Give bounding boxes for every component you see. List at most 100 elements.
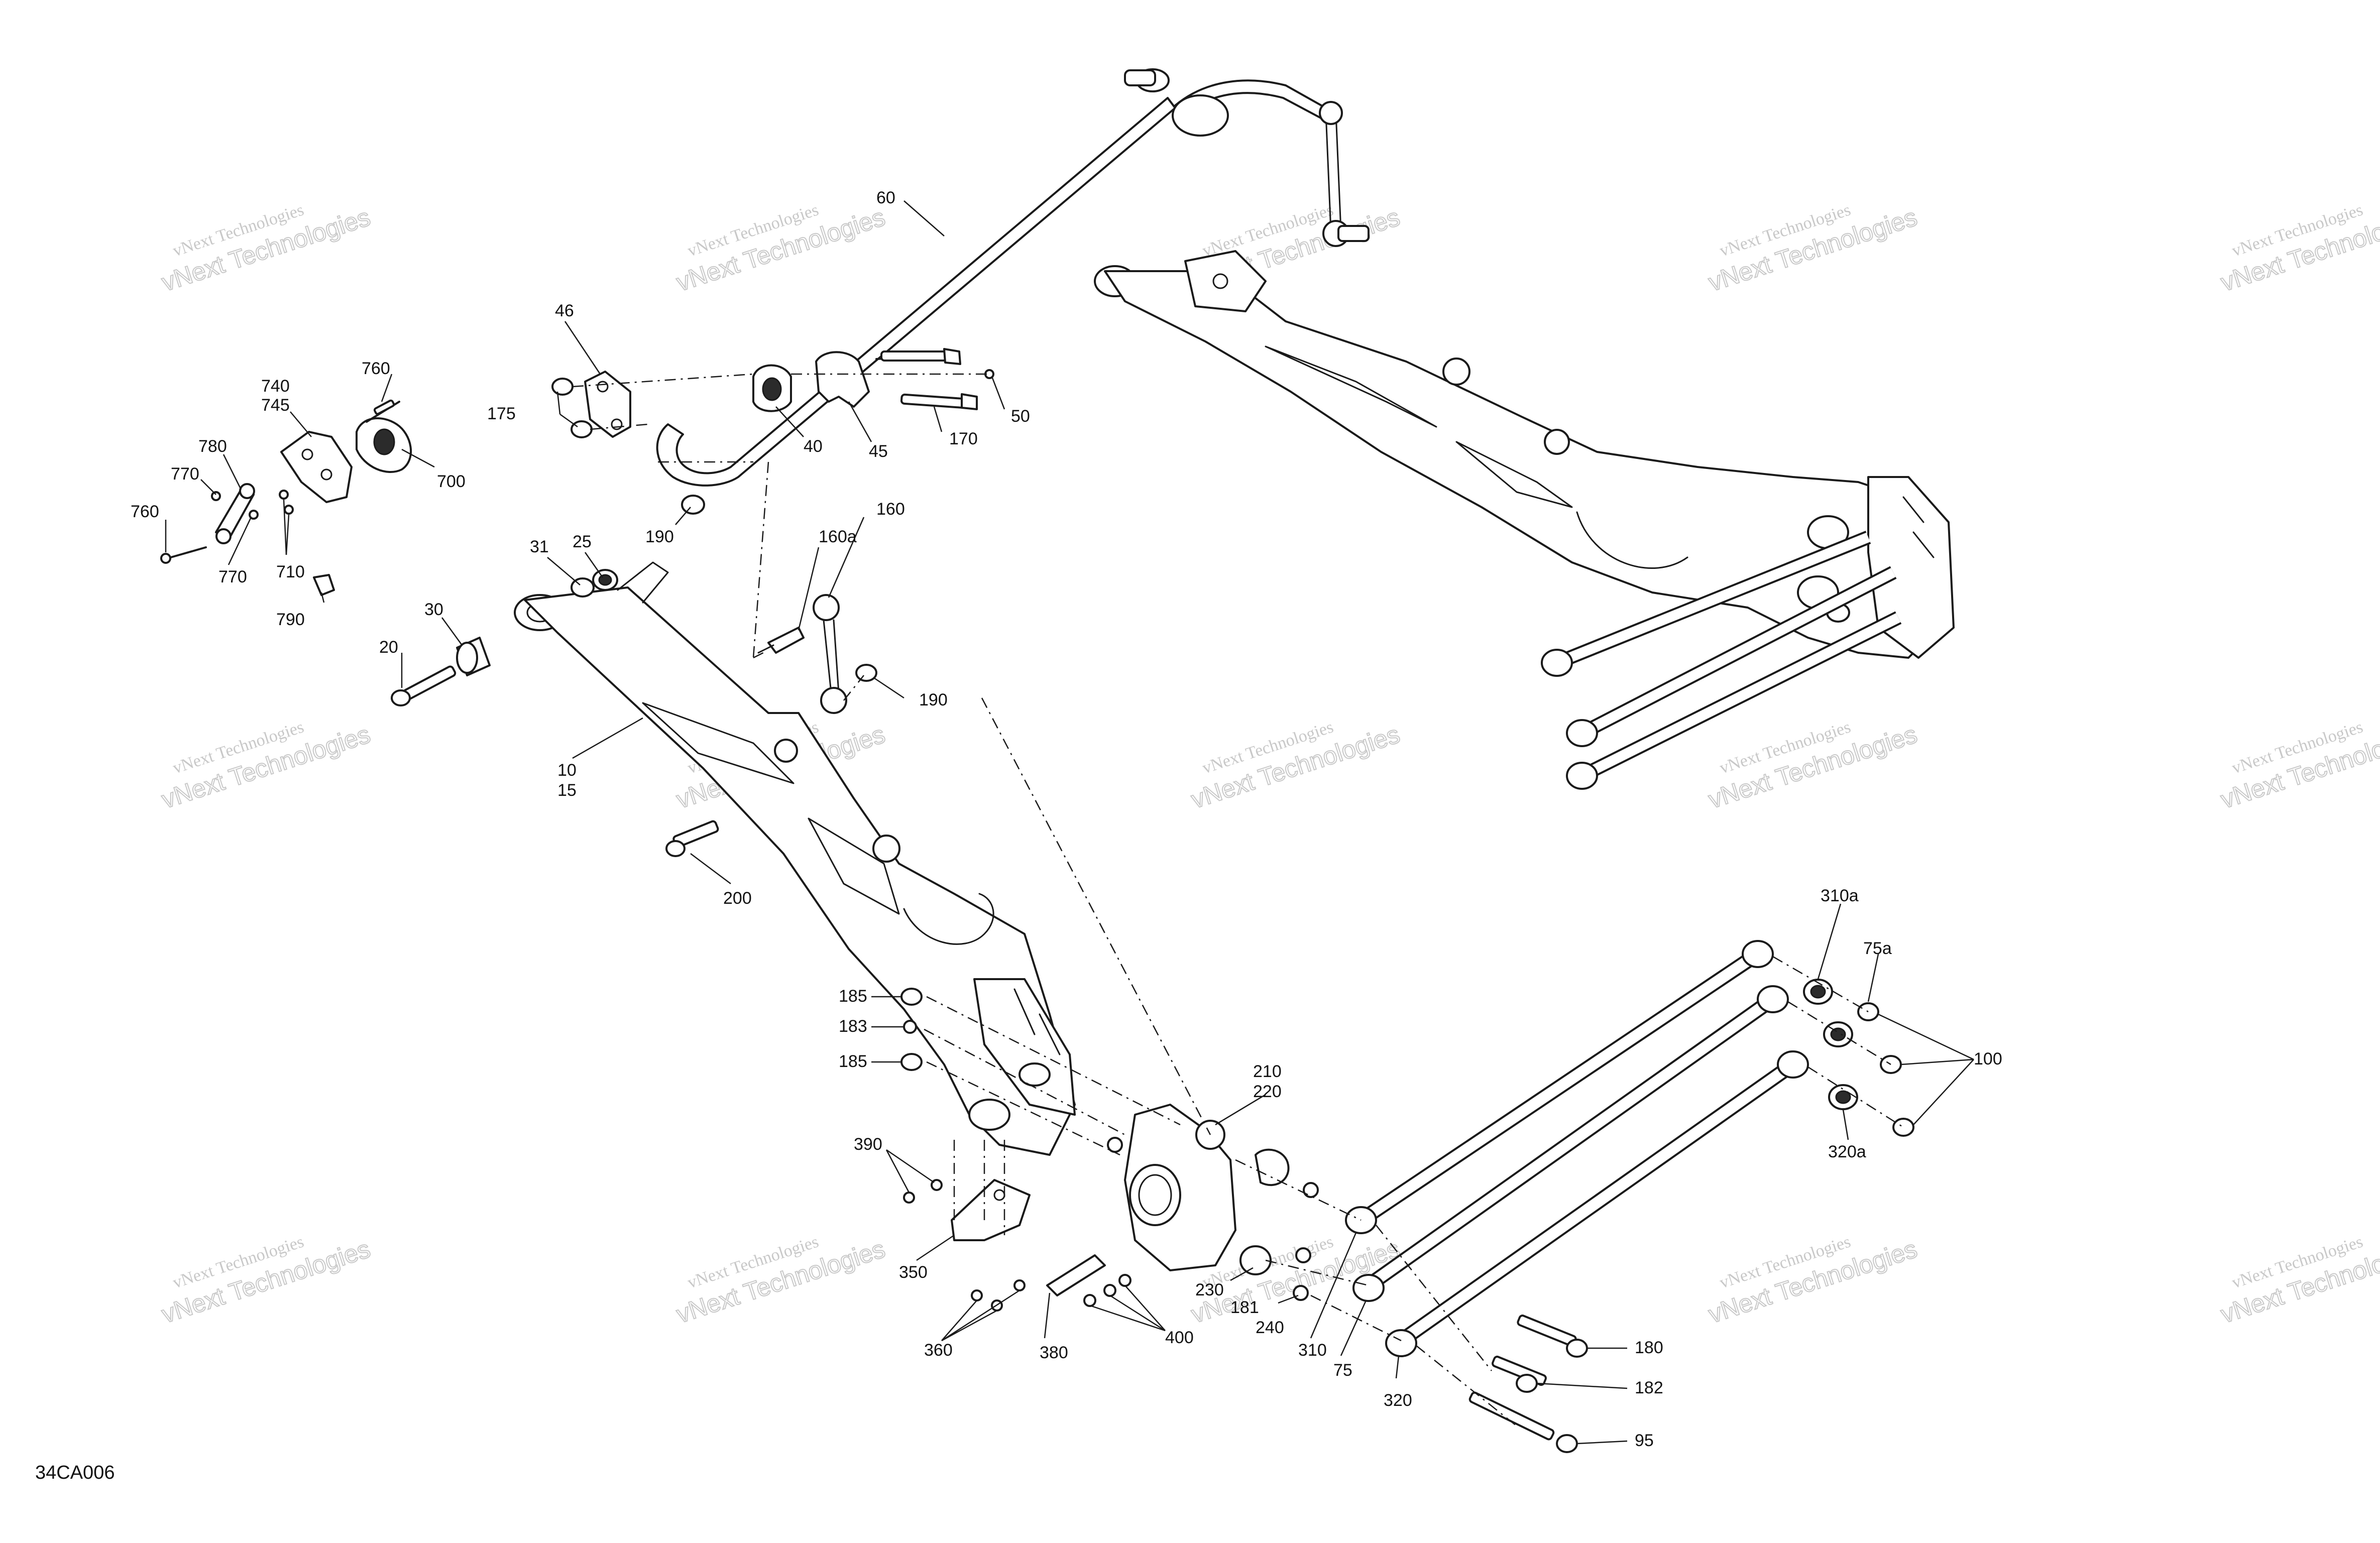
screw-390a — [903, 1192, 915, 1204]
left-trailing-arm — [514, 561, 1076, 1156]
callout-760-top: 760 — [362, 359, 390, 378]
callout-790: 790 — [276, 610, 305, 629]
left-control-rods — [1345, 940, 1809, 1357]
callout-30: 30 — [424, 600, 443, 619]
nut-175b — [571, 420, 593, 438]
callout-15: 15 — [557, 781, 577, 800]
lower-bracket-group — [903, 1179, 1131, 1312]
callout-360: 360 — [924, 1341, 953, 1360]
leader-lines — [165, 200, 1974, 1445]
nut-400c — [1118, 1274, 1131, 1287]
bolt-95 — [1556, 1434, 1578, 1453]
bolt-20 — [391, 689, 411, 706]
callout-95: 95 — [1635, 1431, 1654, 1450]
callout-380: 380 — [1040, 1343, 1068, 1362]
callout-31: 31 — [530, 537, 549, 556]
callout-25: 25 — [573, 532, 592, 551]
bolt-760b — [160, 553, 171, 564]
rod-end-hardware — [1803, 979, 1914, 1137]
callout-740: 740 — [261, 377, 290, 396]
callout-390: 390 — [854, 1135, 882, 1154]
callout-labels: 60 46 175 40 45 170 50 190 760 740 745 7… — [131, 188, 2002, 1450]
callout-45: 45 — [869, 442, 888, 461]
callout-310a: 310a — [1821, 886, 1859, 905]
callout-310: 310 — [1298, 1341, 1327, 1360]
callout-780: 780 — [198, 437, 227, 456]
callout-220: 220 — [1253, 1082, 1282, 1101]
screw-360c — [1013, 1279, 1026, 1291]
callout-185-top: 185 — [839, 987, 867, 1006]
callout-60: 60 — [876, 188, 895, 207]
callout-182: 182 — [1635, 1378, 1663, 1397]
sway-bar-hardware — [551, 348, 994, 515]
trailing-arm-body — [524, 586, 1076, 1156]
callout-190-mid: 190 — [919, 690, 948, 709]
callout-400: 400 — [1165, 1328, 1194, 1347]
callout-350: 350 — [899, 1263, 928, 1282]
part-230 — [1239, 1245, 1272, 1275]
assembled-right-arm — [1094, 250, 1955, 790]
nut-190b — [855, 664, 877, 682]
screw-360a — [971, 1289, 983, 1301]
clip-240 — [1293, 1285, 1309, 1301]
clip-790 — [313, 574, 335, 596]
callout-75a: 75a — [1863, 939, 1892, 958]
callout-180: 180 — [1635, 1338, 1663, 1357]
knuckle — [1107, 1104, 1319, 1301]
bolt-180 — [1566, 1339, 1588, 1358]
callout-50: 50 — [1011, 407, 1030, 426]
bolt-182 — [1516, 1374, 1538, 1393]
nut-400b — [1103, 1284, 1116, 1297]
rod-bolts — [1468, 1315, 1588, 1453]
bracket-740 — [280, 431, 353, 503]
plate-380 — [1046, 1254, 1106, 1296]
stabilizer-link — [757, 594, 877, 714]
callout-320: 320 — [1384, 1391, 1412, 1410]
callout-190-top: 190 — [645, 527, 674, 546]
callout-320a: 320a — [1828, 1142, 1866, 1161]
callout-200: 200 — [723, 889, 752, 908]
callout-760-bottom: 760 — [131, 502, 159, 521]
callout-710: 710 — [276, 562, 305, 581]
callout-46: 46 — [555, 301, 574, 320]
nut-175a — [551, 378, 574, 396]
bracket-350 — [951, 1179, 1031, 1241]
callout-170: 170 — [949, 429, 978, 448]
callout-230: 230 — [1195, 1280, 1224, 1299]
mount-bracket-group — [160, 399, 412, 596]
nut-400a — [1083, 1294, 1096, 1307]
sway-bar-clamp-top — [1172, 94, 1229, 137]
callout-181: 181 — [1230, 1298, 1259, 1317]
callout-40: 40 — [804, 437, 823, 456]
callout-210: 210 — [1253, 1062, 1282, 1081]
callout-770-top: 770 — [171, 464, 199, 484]
diagram-code: 34CA006 — [35, 1462, 115, 1483]
knuckle-hardware — [900, 988, 923, 1071]
callout-183: 183 — [839, 1017, 867, 1036]
callout-100: 100 — [1974, 1049, 2002, 1069]
assembly-lines — [572, 373, 1904, 1427]
nut-190a — [681, 495, 705, 515]
callout-770-bottom: 770 — [218, 567, 247, 586]
callout-160: 160 — [876, 500, 905, 519]
clamp-45 — [815, 351, 870, 408]
callout-240: 240 — [1256, 1318, 1284, 1337]
bushing-knuckle — [1255, 1148, 1290, 1186]
callout-10: 10 — [557, 761, 577, 780]
callout-175: 175 — [487, 404, 516, 423]
callout-700: 700 — [437, 472, 466, 491]
